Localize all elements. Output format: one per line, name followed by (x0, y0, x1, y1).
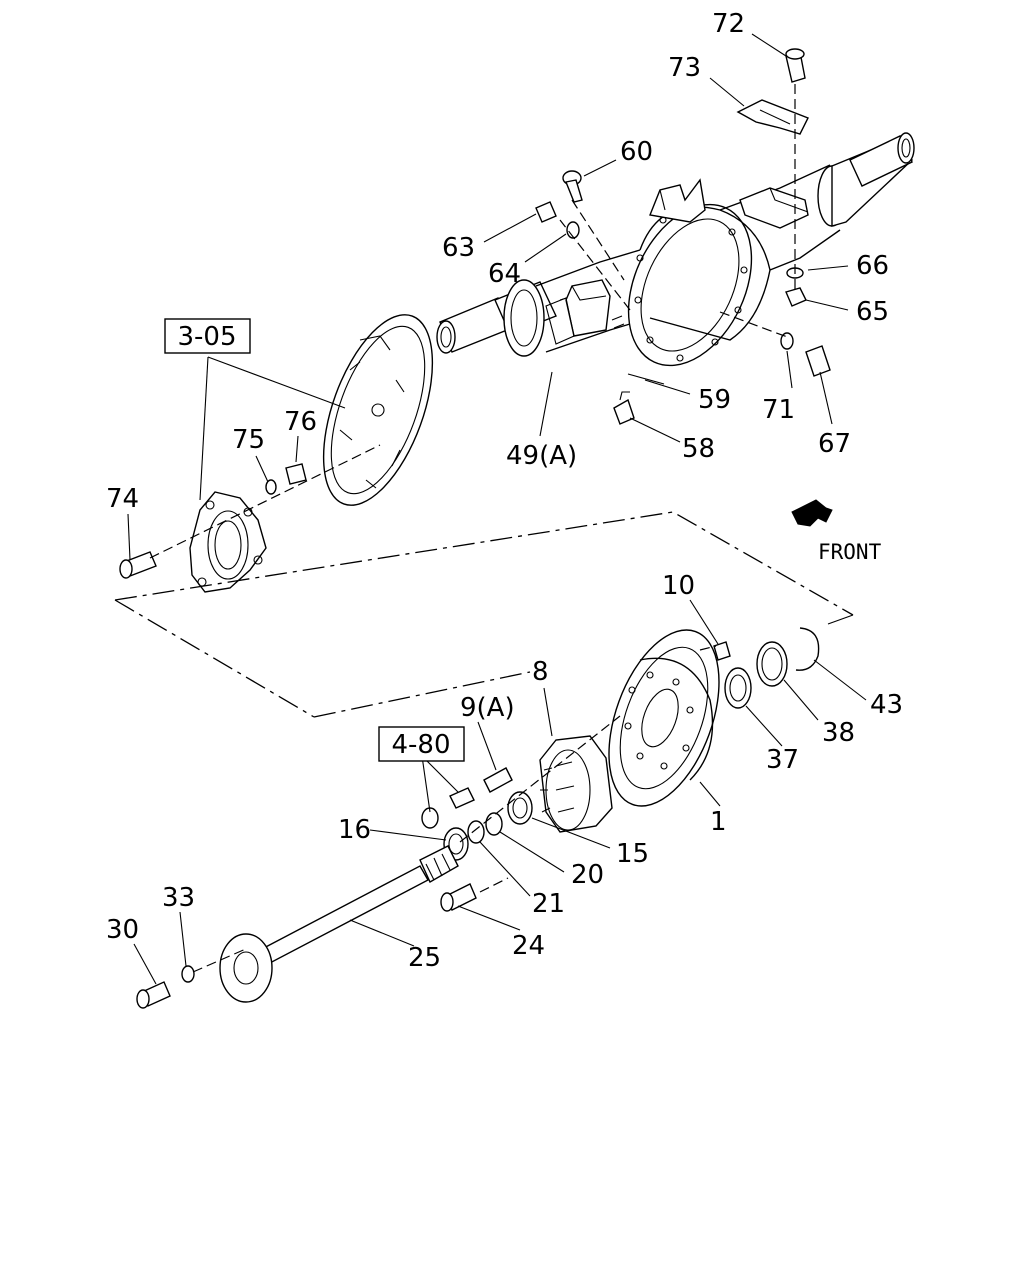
wheel-hub (539, 735, 613, 833)
front-label: FRONT (818, 540, 882, 564)
callout-76: 76 (284, 407, 317, 437)
callout-71: 71 (762, 395, 795, 425)
callout-73: 73 (668, 53, 701, 83)
callout-16: 16 (338, 815, 371, 845)
reference-label-4-80: 4-80 (391, 730, 450, 760)
callout-75: 75 (232, 425, 265, 455)
callout-37: 37 (766, 745, 799, 775)
callout-63: 63 (442, 233, 475, 263)
callout-66: 66 (856, 251, 889, 281)
callout-9a: 9(A) (460, 693, 515, 723)
backing-plate (322, 314, 434, 506)
callout-43: 43 (870, 690, 903, 720)
callout-25: 25 (408, 943, 441, 973)
reference-label-3-05: 3-05 (177, 322, 236, 352)
callout-33: 33 (162, 883, 195, 913)
callout-labels: 72 73 60 63 64 66 65 59 71 67 58 49(A) 7… (106, 9, 903, 973)
callout-49a: 49(A) (506, 441, 577, 471)
axle-shaft (136, 845, 459, 1009)
brake-drum (608, 629, 720, 807)
leader-lines (127, 33, 867, 985)
callout-15: 15 (616, 839, 649, 869)
callout-20: 20 (571, 860, 604, 890)
callout-64: 64 (488, 259, 521, 289)
bearing-flange (189, 491, 267, 593)
front-arrow-icon (791, 499, 833, 527)
axle-housing (436, 132, 915, 367)
callout-24: 24 (512, 931, 545, 961)
callout-38: 38 (822, 718, 855, 748)
reference-box-3-05: 3-05 (164, 318, 251, 354)
reference-box-4-80: 4-80 (378, 726, 465, 762)
callout-67: 67 (818, 429, 851, 459)
callout-74: 74 (106, 484, 139, 514)
callout-1: 1 (710, 807, 727, 837)
assembly-boundary (114, 84, 854, 973)
callout-60: 60 (620, 137, 653, 167)
callout-10: 10 (662, 571, 695, 601)
callout-21: 21 (532, 889, 565, 919)
callout-65: 65 (856, 297, 889, 327)
callout-72: 72 (712, 9, 745, 39)
callout-58: 58 (682, 434, 715, 464)
callout-30: 30 (106, 915, 139, 945)
callout-59: 59 (698, 385, 731, 415)
callout-8: 8 (532, 657, 549, 687)
